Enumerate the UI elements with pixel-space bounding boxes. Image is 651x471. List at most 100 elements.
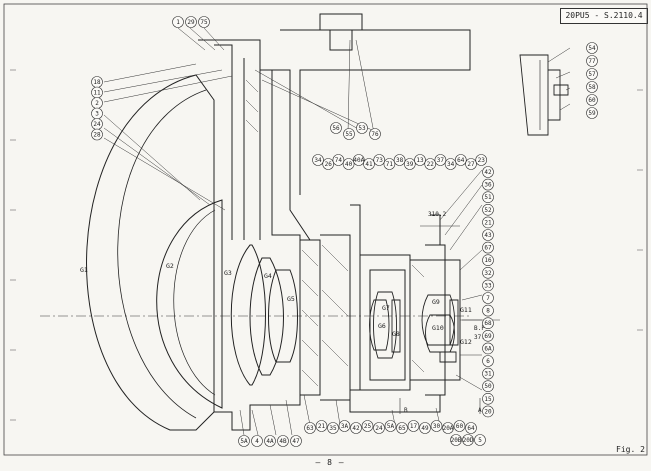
callout-circle	[330, 122, 342, 134]
callout-circle	[482, 191, 494, 203]
callout-callouts_top-16: 37	[434, 154, 447, 166]
callout-callouts_right-2: 51	[482, 191, 494, 203]
callout-number: 65	[398, 425, 406, 432]
callout-circle	[369, 128, 381, 140]
callout-callouts_top-0: 56	[330, 122, 342, 134]
callout-number: 15	[484, 396, 492, 403]
callout-circle	[586, 81, 598, 93]
callout-callouts_right-1: 36	[482, 178, 494, 191]
callout-number: 6A	[484, 345, 492, 352]
callout-number: 5A	[240, 438, 248, 445]
callout-callouts_bottom-5: 63	[304, 422, 316, 434]
label-g8: G8	[392, 330, 400, 338]
callout-number: 24	[375, 425, 383, 432]
callout-number: 7	[486, 295, 490, 302]
callout-callouts_right-7: 16	[482, 254, 494, 267]
callout-callouts_bottom-10: 25	[361, 420, 374, 432]
callout-circle	[290, 435, 302, 447]
callout-callouts_top-2: 53	[356, 122, 368, 134]
callout-callouts_right-15: 6	[482, 355, 494, 367]
callout-callouts_left-8: 28	[91, 128, 103, 141]
callout-circle	[482, 367, 494, 380]
callout-number: 6	[486, 358, 490, 365]
callout-number: 58	[588, 84, 596, 91]
callout-callouts_bottom-14: 17	[407, 420, 420, 432]
callout-number: 64	[467, 425, 475, 432]
callout-circle	[482, 304, 494, 317]
callout-number: 77	[588, 58, 596, 65]
callout-circle	[454, 154, 467, 166]
callout-circle	[327, 422, 339, 434]
callout-callouts_right-8: 32	[482, 266, 494, 279]
callout-number: 21	[318, 423, 326, 430]
dim-bf-label: B.F	[474, 325, 485, 332]
callout-callouts_left-1: 29	[185, 16, 197, 28]
callout-callouts_bottom-7: 35	[327, 422, 339, 434]
callout-callouts_top-1: 55	[343, 128, 355, 140]
callout-callouts_top-15: 22	[424, 158, 437, 170]
callout-circle	[465, 422, 477, 434]
callout-callouts_top-6: 74	[332, 154, 345, 166]
callout-circle	[198, 16, 210, 28]
callout-circle	[393, 154, 406, 166]
callout-circle	[475, 154, 488, 166]
callout-callouts_bottom-3: 4B	[277, 435, 289, 447]
rear-lens-group	[369, 291, 459, 363]
barrel-structure	[198, 13, 471, 431]
callout-number: 20B	[451, 437, 462, 444]
callout-callouts_top-19: 27	[465, 158, 477, 170]
callout-inset_callouts-4: 60	[586, 94, 598, 106]
callout-number: 25	[364, 423, 372, 430]
callout-number: 40	[345, 161, 353, 168]
callout-number: 18	[93, 79, 101, 86]
callout-callouts_bottom-11: 24	[373, 422, 385, 434]
callout-callouts_top-4: 34	[312, 154, 324, 166]
lens-element-g12	[439, 351, 457, 363]
callout-circle	[482, 392, 494, 405]
callout-number: 1	[176, 19, 180, 26]
callout-number: 3	[95, 111, 99, 118]
callout-callouts_top-3: 76	[369, 128, 381, 140]
callout-callouts_right-16: 31	[482, 367, 494, 380]
lens-element-g3	[230, 244, 266, 386]
leader-lines	[103, 27, 571, 436]
callout-callouts_bottom-1: 4	[251, 435, 263, 447]
callout-callouts_top-5: 26	[322, 158, 335, 170]
callout-number: 3A	[341, 423, 349, 430]
callout-callouts_bottom-0: 5A	[238, 435, 250, 447]
callout-circle	[586, 68, 598, 80]
callout-number: 74	[335, 157, 343, 164]
callout-circle	[586, 94, 598, 106]
label-g1: G1	[80, 266, 88, 274]
callout-circle	[277, 435, 289, 447]
callout-circle	[482, 254, 494, 267]
callout-number: 5	[478, 437, 482, 444]
callout-circle	[91, 128, 103, 141]
callout-callouts_right-19: 20	[482, 405, 494, 418]
callout-circle	[238, 435, 250, 447]
callout-number: 47	[292, 438, 300, 445]
label-g4: G4	[264, 272, 272, 280]
callout-number: 60	[588, 97, 596, 104]
callout-circle	[396, 422, 408, 434]
callout-number: 68	[484, 320, 492, 327]
callout-number: 23	[478, 157, 486, 164]
callout-number: 30	[433, 423, 441, 430]
label-g2: G2	[166, 262, 174, 270]
callout-number: 75	[200, 19, 208, 26]
callout-number: 51	[484, 194, 492, 201]
callout-number: 53	[358, 125, 366, 132]
callout-circle	[419, 422, 431, 434]
callout-circle	[482, 279, 494, 292]
callout-circle	[361, 420, 374, 432]
callout-callouts_bottom-16: 30	[430, 420, 443, 432]
lens-element-g7	[373, 291, 397, 359]
callout-circle	[352, 154, 365, 166]
callout-number: 31	[484, 371, 492, 378]
callout-circle	[343, 128, 355, 140]
callout-circle	[482, 342, 494, 355]
callout-callouts_bottom-9: 42	[350, 422, 362, 434]
callout-number: 42	[352, 425, 360, 432]
